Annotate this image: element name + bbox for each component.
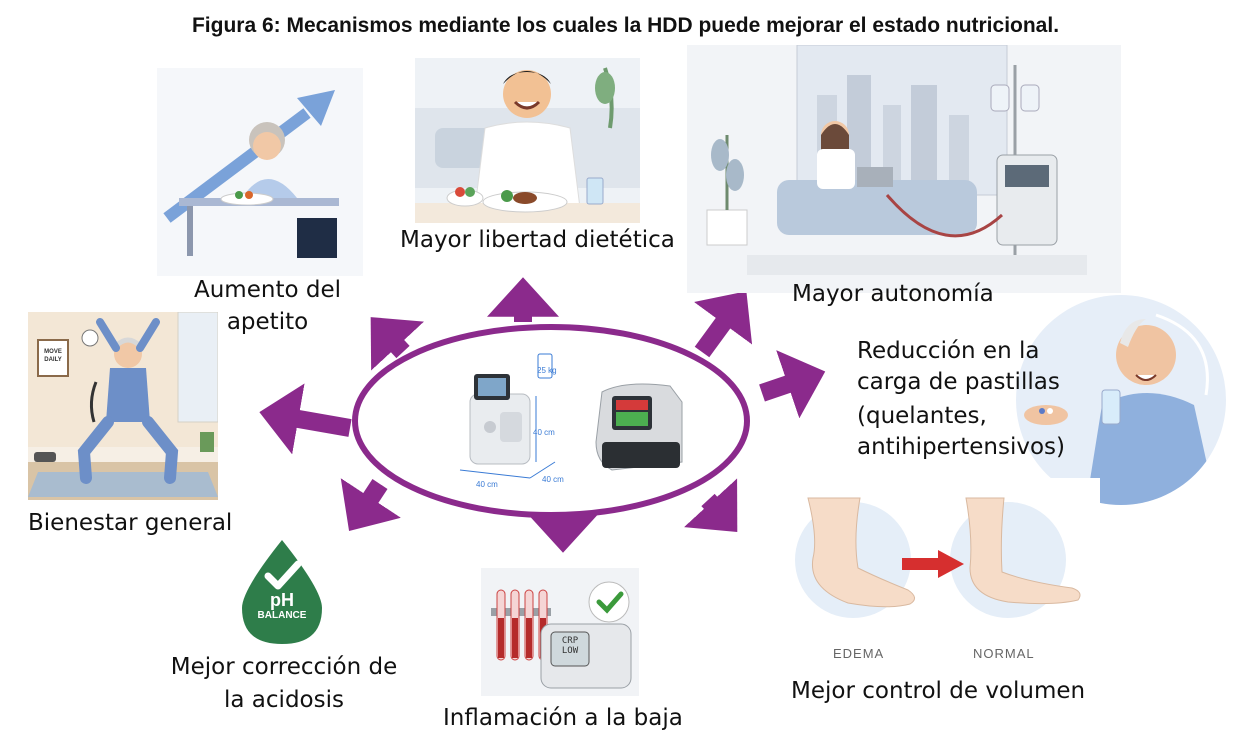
- hemodialysis-machine: [596, 384, 682, 470]
- center-devices: 25 kg 40 cm 40 cm 40 cm: [350, 322, 752, 520]
- label-pills-line3: (quelantes,: [857, 401, 987, 432]
- label-inflammation: Inflamación a la baja: [443, 703, 683, 734]
- exercise-sign-line1: MOVE: [41, 348, 65, 356]
- label-pills-line4: antihipertensivos): [857, 432, 1065, 463]
- arrow-wellbeing: [270, 414, 350, 428]
- label-appetite-line1: Aumento del: [190, 275, 345, 306]
- label-volume: Mejor control de volumen: [791, 676, 1085, 707]
- exercise-sign-line2: DAILY: [41, 356, 65, 364]
- appetite-illustration: [157, 68, 363, 276]
- caption-normal: NORMAL: [973, 646, 1035, 661]
- exercise-sign: MOVE DAILY: [41, 348, 65, 364]
- ph-balance-text: BALANCE: [238, 610, 326, 621]
- lab-screen-line1: CRP: [553, 636, 587, 646]
- label-acidosis-line1: Mejor corrección de: [166, 652, 402, 683]
- autonomy-illustration: [687, 45, 1121, 293]
- label-pills-line2: carga de pastillas: [857, 367, 1060, 398]
- label-wellbeing: Bienestar general: [28, 508, 232, 539]
- inflammation-illustration: CRP LOW: [481, 568, 639, 696]
- label-autonomy: Mayor autonomía: [792, 279, 994, 310]
- label-diet: Mayor libertad dietética: [400, 225, 675, 256]
- arrow-pills: [762, 375, 815, 393]
- dimension-depth: 40 cm: [542, 475, 564, 484]
- lab-screen-line2: LOW: [553, 646, 587, 656]
- label-acidosis-line2: la acidosis: [166, 685, 402, 716]
- dimension-height: 40 cm: [533, 428, 555, 437]
- diet-illustration: [415, 58, 640, 223]
- pills-illustration: [1016, 295, 1226, 505]
- label-pills-line1: Reducción en la: [857, 336, 1039, 367]
- lab-screen: CRP LOW: [553, 636, 587, 656]
- ph-balance-badge: pH BALANCE: [238, 538, 326, 646]
- dimension-width: 40 cm: [476, 480, 498, 489]
- caption-edema: EDEMA: [833, 646, 884, 661]
- wellbeing-illustration: MOVE DAILY: [28, 312, 218, 500]
- ph-text: pH: [238, 590, 326, 611]
- weight-badge-text: 25 kg: [537, 366, 557, 375]
